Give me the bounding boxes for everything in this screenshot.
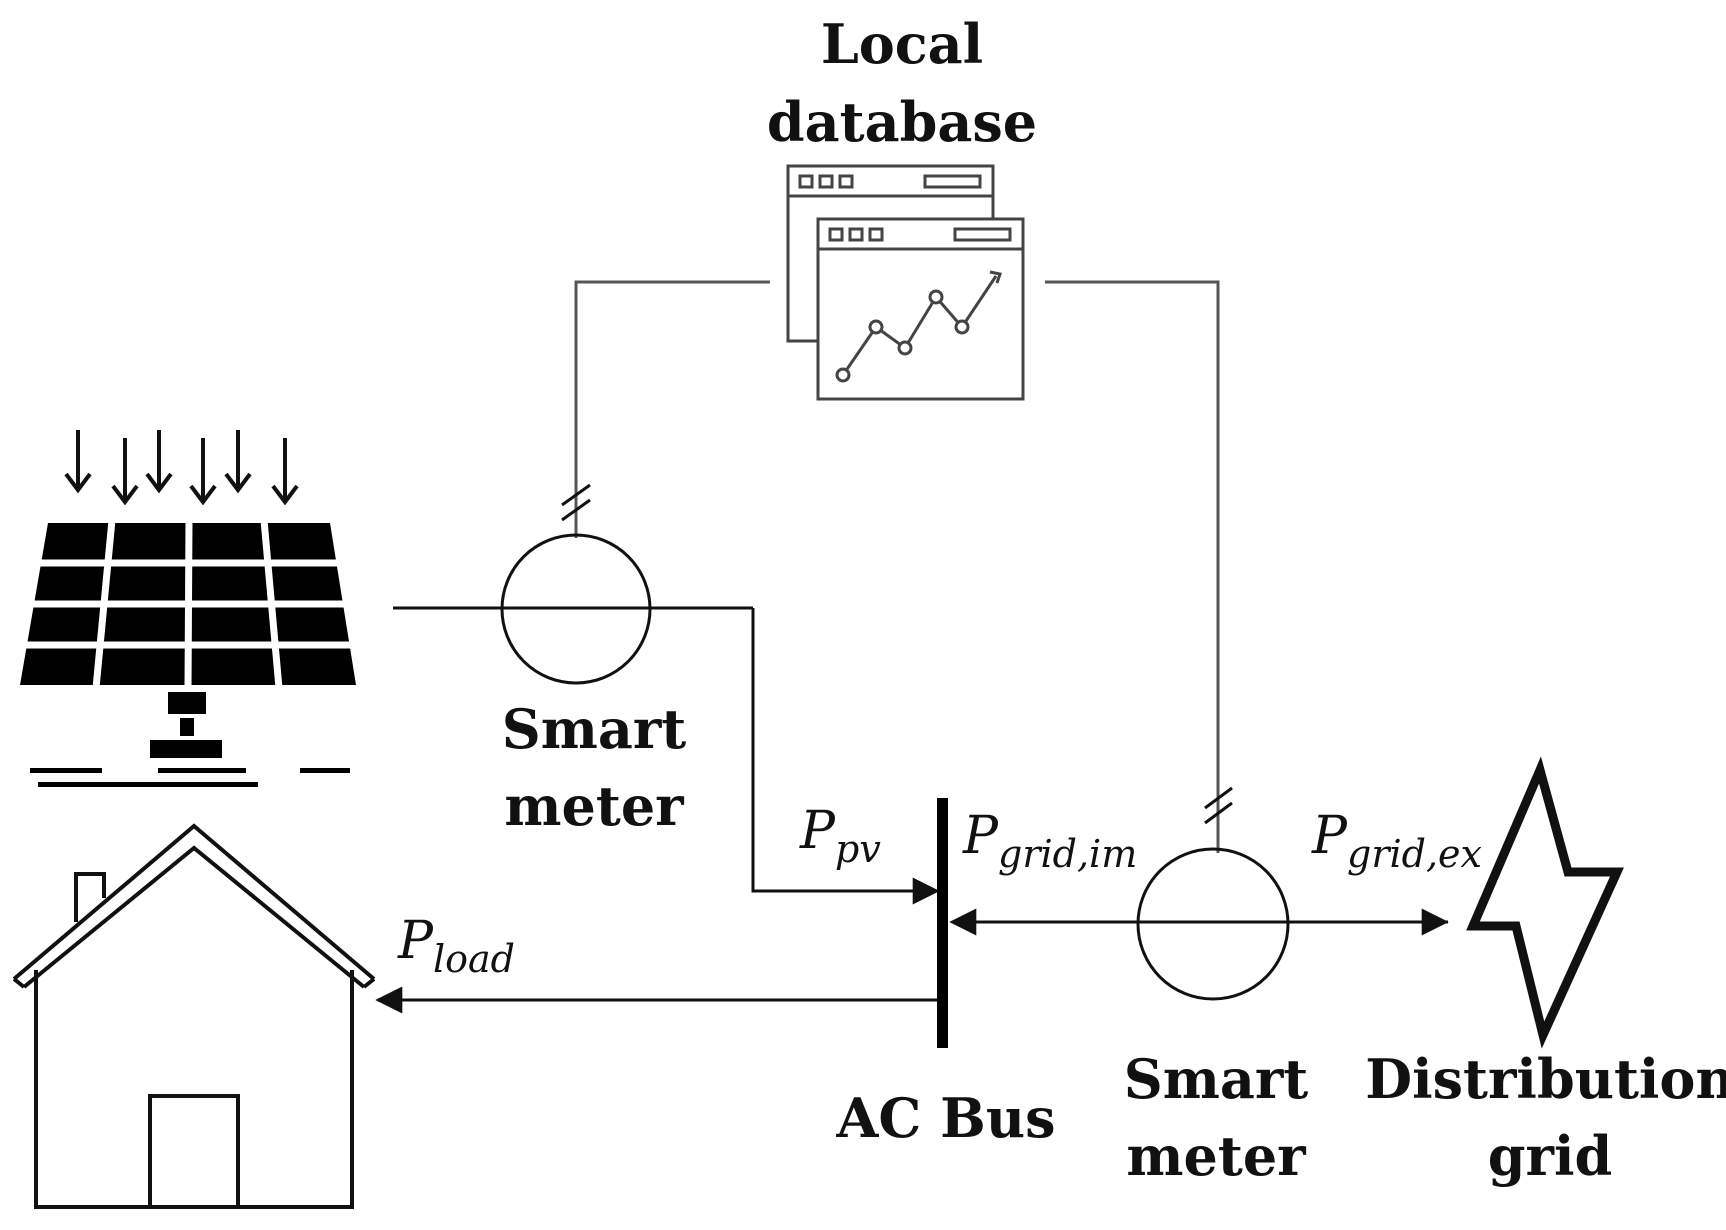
database-icon <box>786 164 1025 401</box>
communication-lines <box>561 280 1233 853</box>
meter1-label-line1: Smart <box>502 697 687 761</box>
ac-bus-label: AC Bus <box>836 1086 1056 1150</box>
database-label-line2: database <box>767 90 1037 154</box>
lightning-bolt-icon <box>1466 756 1624 1049</box>
p-load-label: Pload <box>397 911 515 981</box>
database-label-line1: Local <box>821 12 983 76</box>
grid-label-line2: grid <box>1488 1124 1612 1188</box>
house-icon <box>12 823 376 1209</box>
smart-meter-pv <box>500 533 652 685</box>
p-pv-label: Ppv <box>799 801 881 871</box>
smart-meter-grid <box>1136 847 1290 1001</box>
p-grid-ex-label: Pgrid,ex <box>1311 806 1482 876</box>
power-lines <box>375 606 1449 1014</box>
meter1-label-line2: meter <box>504 774 684 838</box>
p-grid-im-label: Pgrid,im <box>962 806 1137 876</box>
grid-label-line1: Distribution <box>1365 1047 1726 1111</box>
meter2-label-line2: meter <box>1126 1124 1306 1188</box>
sun-irradiance-arrows-icon <box>64 430 299 506</box>
solar-panel-icon <box>20 519 356 787</box>
ac-bus-bar <box>937 798 948 1048</box>
meter2-label-line1: Smart <box>1124 1047 1309 1111</box>
